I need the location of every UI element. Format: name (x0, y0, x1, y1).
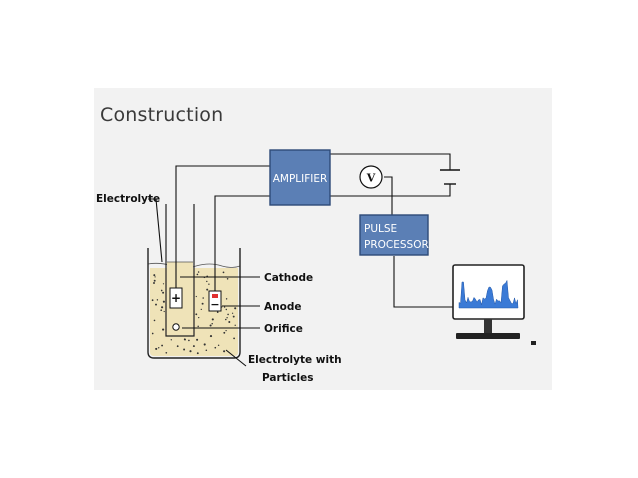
pulse-processor-label-2: PROCESSOR (364, 239, 429, 251)
pulse-processor-box: PULSE PROCESSOR (359, 214, 429, 256)
anode-mark (212, 294, 218, 298)
particle-dot (217, 344, 220, 347)
particle-dot (225, 308, 228, 311)
voltmeter-symbol: V (366, 172, 376, 185)
particle-dot (223, 306, 226, 308)
particle-dot (209, 324, 212, 327)
particle-dot (189, 350, 192, 353)
particle-dot (234, 307, 237, 310)
particle-dot (222, 271, 225, 274)
amplifier-label: AMPLIFIER (273, 173, 328, 185)
particle-dot (223, 350, 226, 353)
particle-dot (231, 312, 234, 314)
particle-dot (226, 317, 228, 319)
label-orifice: Orifice (264, 323, 303, 335)
slide-title: Construction (100, 104, 224, 126)
battery-icon (440, 169, 460, 185)
particle-dot (170, 339, 172, 341)
liquid-surface (147, 262, 241, 269)
particle-dot (151, 299, 154, 302)
label-particles-1: Electrolyte with (248, 354, 342, 366)
anode-electrode: − (208, 290, 222, 312)
beaker-wall (147, 248, 241, 359)
particle-dot (211, 318, 214, 321)
label-anode: Anode (264, 301, 301, 313)
particle-dot (225, 329, 227, 332)
particle-dot (196, 338, 199, 341)
particle-dot (160, 289, 163, 292)
particle-dot (162, 291, 165, 294)
wiring (148, 153, 453, 367)
particle-dot (202, 297, 204, 299)
particle-dot (225, 298, 228, 300)
particle-dot (200, 308, 202, 311)
cathode-sign: + (171, 291, 181, 305)
particle-dot (224, 318, 227, 321)
particle-dot (214, 346, 217, 349)
particle-dot (165, 351, 168, 354)
particle-dot (226, 278, 229, 280)
particle-dot (196, 352, 199, 355)
particle-dot (183, 348, 186, 351)
particles (151, 271, 237, 355)
anode-sign: − (210, 298, 219, 311)
signal-trace (458, 279, 519, 309)
particle-dot (188, 339, 190, 342)
particle-dot (162, 328, 165, 331)
amplifier-box: AMPLIFIER (269, 149, 331, 206)
monitor-icon (452, 264, 536, 345)
particle-dot (153, 279, 156, 282)
particle-dot (160, 309, 163, 312)
orifice-icon (172, 323, 180, 331)
particle-dot (198, 316, 200, 319)
particle-dot (161, 306, 164, 309)
cathode-electrode: + (169, 287, 183, 309)
particle-dot (206, 288, 209, 291)
particle-dot (208, 283, 210, 285)
particle-dot (156, 299, 159, 301)
particle-dot (153, 319, 156, 322)
particle-dot (153, 282, 155, 284)
particle-dot (233, 337, 236, 340)
particle-dot (162, 300, 165, 303)
particle-dot (195, 313, 198, 316)
particle-dot (195, 295, 197, 298)
particle-dot (205, 349, 208, 351)
particle-dot (227, 313, 229, 316)
particle-dot (232, 315, 235, 318)
particle-dot (155, 347, 158, 350)
particle-dot (228, 321, 231, 323)
particle-dot (234, 324, 236, 326)
particle-dot (211, 322, 213, 325)
voltmeter: V (359, 165, 383, 189)
particle-dot (151, 332, 154, 335)
particle-dot (162, 283, 165, 285)
particle-dot (154, 276, 156, 278)
particle-dot (176, 345, 179, 348)
label-electrolyte: Electrolyte (96, 193, 160, 205)
particle-dot (201, 302, 204, 305)
particle-dot (153, 274, 156, 277)
particle-dot (203, 343, 206, 346)
particle-dot (192, 345, 195, 348)
inner-tube (165, 204, 195, 337)
particle-dot (197, 325, 199, 328)
particle-dot (163, 310, 165, 313)
label-particles-2: Particles (262, 372, 314, 384)
particle-dot (161, 344, 164, 347)
pulse-processor-label-1: PULSE (364, 223, 397, 235)
particle-dot (157, 347, 160, 349)
particle-dot (216, 311, 219, 314)
particle-dot (223, 331, 226, 334)
label-cathode: Cathode (264, 272, 313, 284)
particle-dot (183, 338, 186, 341)
particle-dot (196, 273, 199, 276)
particle-dot (155, 303, 157, 306)
particle-dot (197, 271, 200, 273)
particle-dot (206, 280, 208, 283)
particle-dot (209, 335, 213, 338)
